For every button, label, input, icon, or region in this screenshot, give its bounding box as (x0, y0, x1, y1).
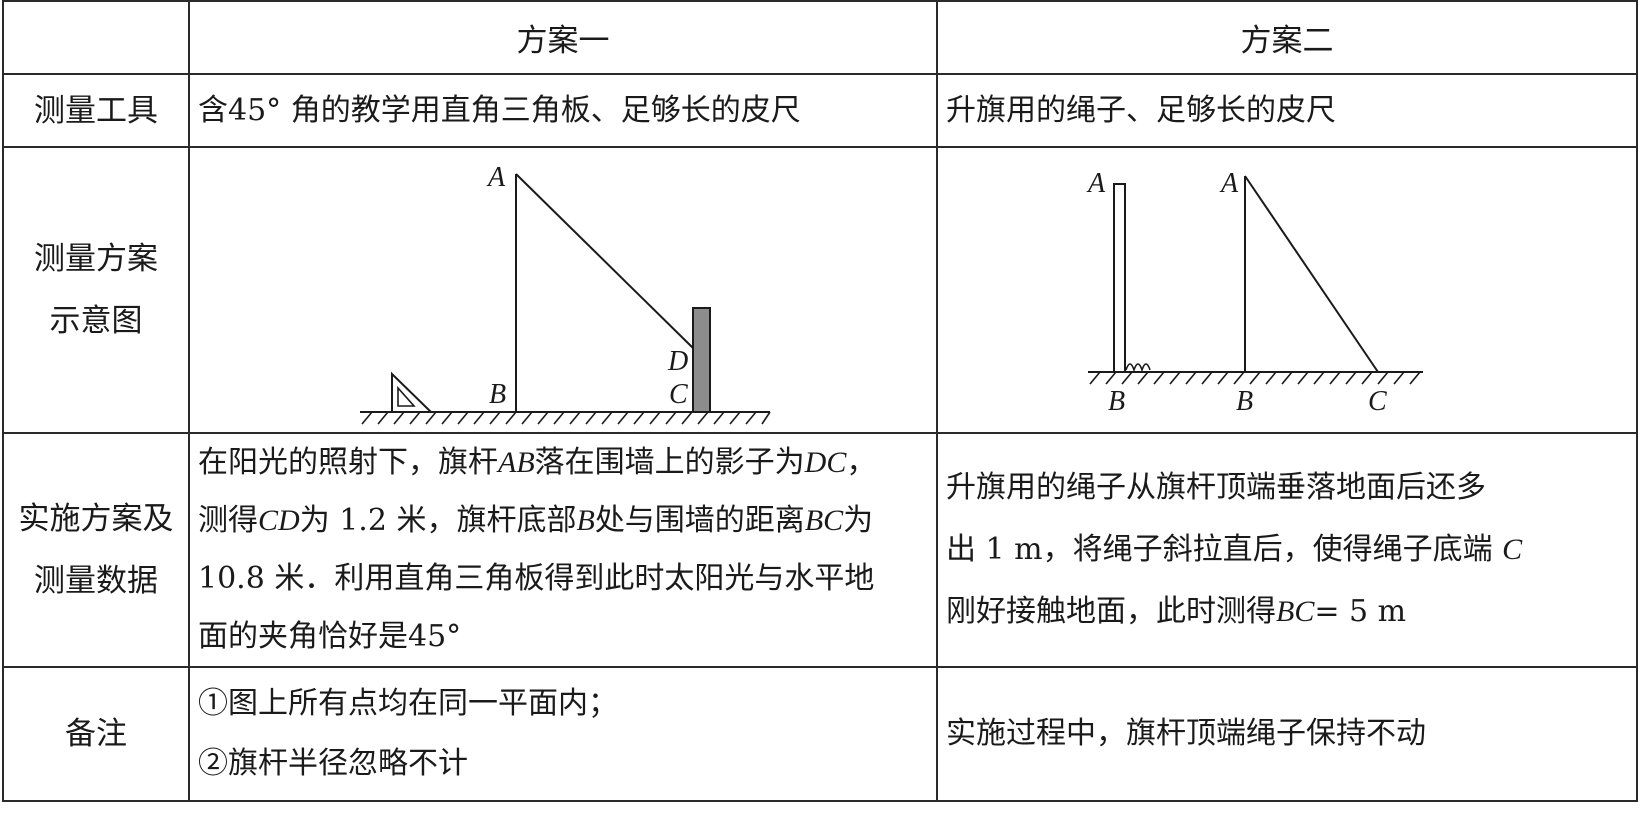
ground-hatching (361, 411, 771, 425)
point-a-label: A (486, 162, 506, 193)
impl1-text: 处与围墙的距离 (594, 503, 805, 538)
header-row: 方案一 方案二 (2, 0, 1638, 75)
plan-2-figure: A B A B C (1086, 168, 1423, 417)
implementation-label-line-1: 实施方案及 (18, 501, 174, 537)
stretched-rope (1244, 175, 1379, 373)
notes-plan-1-line-2: ②旗杆半径忽略不计 (198, 746, 468, 781)
impl1-var-b: B (576, 504, 595, 537)
notes-plan-2: 实施过程中，旗杆顶端绳子保持不动 (936, 666, 1638, 802)
notes-label: 备注 (2, 666, 190, 802)
impl1-line-2: 测得CD为 1.2 米，旗杆底部B处与围墙的距离BC为 (198, 492, 930, 550)
diagram-label: 测量方案 示意图 (2, 146, 190, 434)
impl1-text: 测得 (198, 503, 258, 538)
impl2-var-bc: BC (1276, 595, 1315, 628)
tools-label: 测量工具 (2, 73, 190, 148)
implementation-row: 实施方案及 测量数据 在阳光的照射下，旗杆AB落在围墙上的影子为DC， 测得CD… (2, 432, 1638, 668)
diagram-label-line-2: 示意图 (49, 303, 143, 339)
point-b2-label: B (1236, 386, 1253, 417)
notes-plan-1-line-1: ①图上所有点均在同一平面内； (198, 686, 618, 721)
notes-row: 备注 ①图上所有点均在同一平面内； ②旗杆半径忽略不计 实施过程中，旗杆顶端绳子… (2, 666, 1638, 802)
point-a2-label: A (1219, 168, 1239, 199)
impl2-text: = 5 m (1314, 594, 1407, 629)
point-a1-label: A (1086, 168, 1106, 199)
set-square-outer (391, 371, 434, 413)
tools-row: 测量工具 含45° 角的教学用直角三角板、足够长的皮尺 升旗用的绳子、足够长的皮… (2, 73, 1638, 148)
set-square-inner (397, 385, 416, 407)
impl2-line-3: 刚好接触地面，此时测得BC= 5 m (946, 581, 1630, 643)
wall (692, 307, 711, 413)
impl2-text: 刚好接触地面，此时测得 (946, 594, 1276, 629)
impl1-text: 为 (843, 503, 874, 538)
implementation-label: 实施方案及 测量数据 (2, 432, 190, 668)
coiled-rope (1125, 363, 1151, 373)
impl2-line-1: 升旗用的绳子从旗杆顶端垂落地面后还多 (946, 470, 1486, 505)
impl2-text: 出 1 m，将绳子斜拉直后，使得绳子底端 (946, 532, 1493, 567)
impl1-text: 落在围墙上的影子为 (534, 445, 805, 480)
diagram-row: 测量方案 示意图 (2, 146, 1638, 434)
point-c2-label: C (1368, 386, 1387, 417)
flagpole-left (1113, 183, 1126, 373)
implementation-label-line-2: 测量数据 (34, 563, 158, 599)
tools-plan-2: 升旗用的绳子、足够长的皮尺 (936, 73, 1638, 148)
impl1-line-4: 面的夹角恰好是45° (198, 619, 462, 654)
impl1-text: 在阳光的照射下，旗杆 (198, 445, 498, 480)
tools-plan-1: 含45° 角的教学用直角三角板、足够长的皮尺 (188, 73, 938, 148)
plan-1-figure: A B D C (360, 162, 771, 425)
notes-plan-1: ①图上所有点均在同一平面内； ②旗杆半径忽略不计 (188, 666, 938, 802)
header-plan-2: 方案二 (936, 0, 1638, 75)
impl1-var-cd: CD (258, 504, 300, 537)
diagram-plan-2-cell: A B A B C (936, 146, 1638, 434)
point-c-label: C (669, 379, 688, 410)
impl2-var-c: C (1502, 533, 1523, 566)
plan-comparison-table: 方案一 方案二 测量工具 含45° 角的教学用直角三角板、足够长的皮尺 升旗用的… (2, 0, 1638, 802)
impl1-var-dc: DC (804, 446, 847, 479)
header-empty-cell (2, 0, 190, 75)
impl1-text: ， (846, 445, 877, 480)
implementation-plan-2: 升旗用的绳子从旗杆顶端垂落地面后还多 出 1 m，将绳子斜拉直后，使得绳子底端 … (936, 432, 1638, 668)
diagram-plan-1-cell: A B D C (188, 146, 938, 434)
impl2-line-2: 出 1 m，将绳子斜拉直后，使得绳子底端 C (946, 519, 1630, 581)
diagram-label-line-1: 测量方案 (34, 241, 158, 277)
point-b-label: B (489, 379, 506, 410)
implementation-plan-1: 在阳光的照射下，旗杆AB落在围墙上的影子为DC， 测得CD为 1.2 米，旗杆底… (188, 432, 938, 668)
impl1-var-bc: BC (804, 504, 844, 537)
header-plan-1: 方案一 (188, 0, 938, 75)
point-b1-label: B (1108, 386, 1125, 417)
impl1-var-ab: AB (498, 446, 535, 479)
impl1-line-3: 10.8 米．利用直角三角板得到此时太阳光与水平地 (198, 561, 875, 596)
impl1-text: 为 1.2 米，旗杆底部 (299, 503, 577, 538)
point-d-label: D (667, 346, 688, 377)
ground-hatching-2 (1089, 371, 1421, 385)
sun-ray-line (515, 173, 694, 349)
impl1-line-1: 在阳光的照射下，旗杆AB落在围墙上的影子为DC， (198, 434, 930, 492)
